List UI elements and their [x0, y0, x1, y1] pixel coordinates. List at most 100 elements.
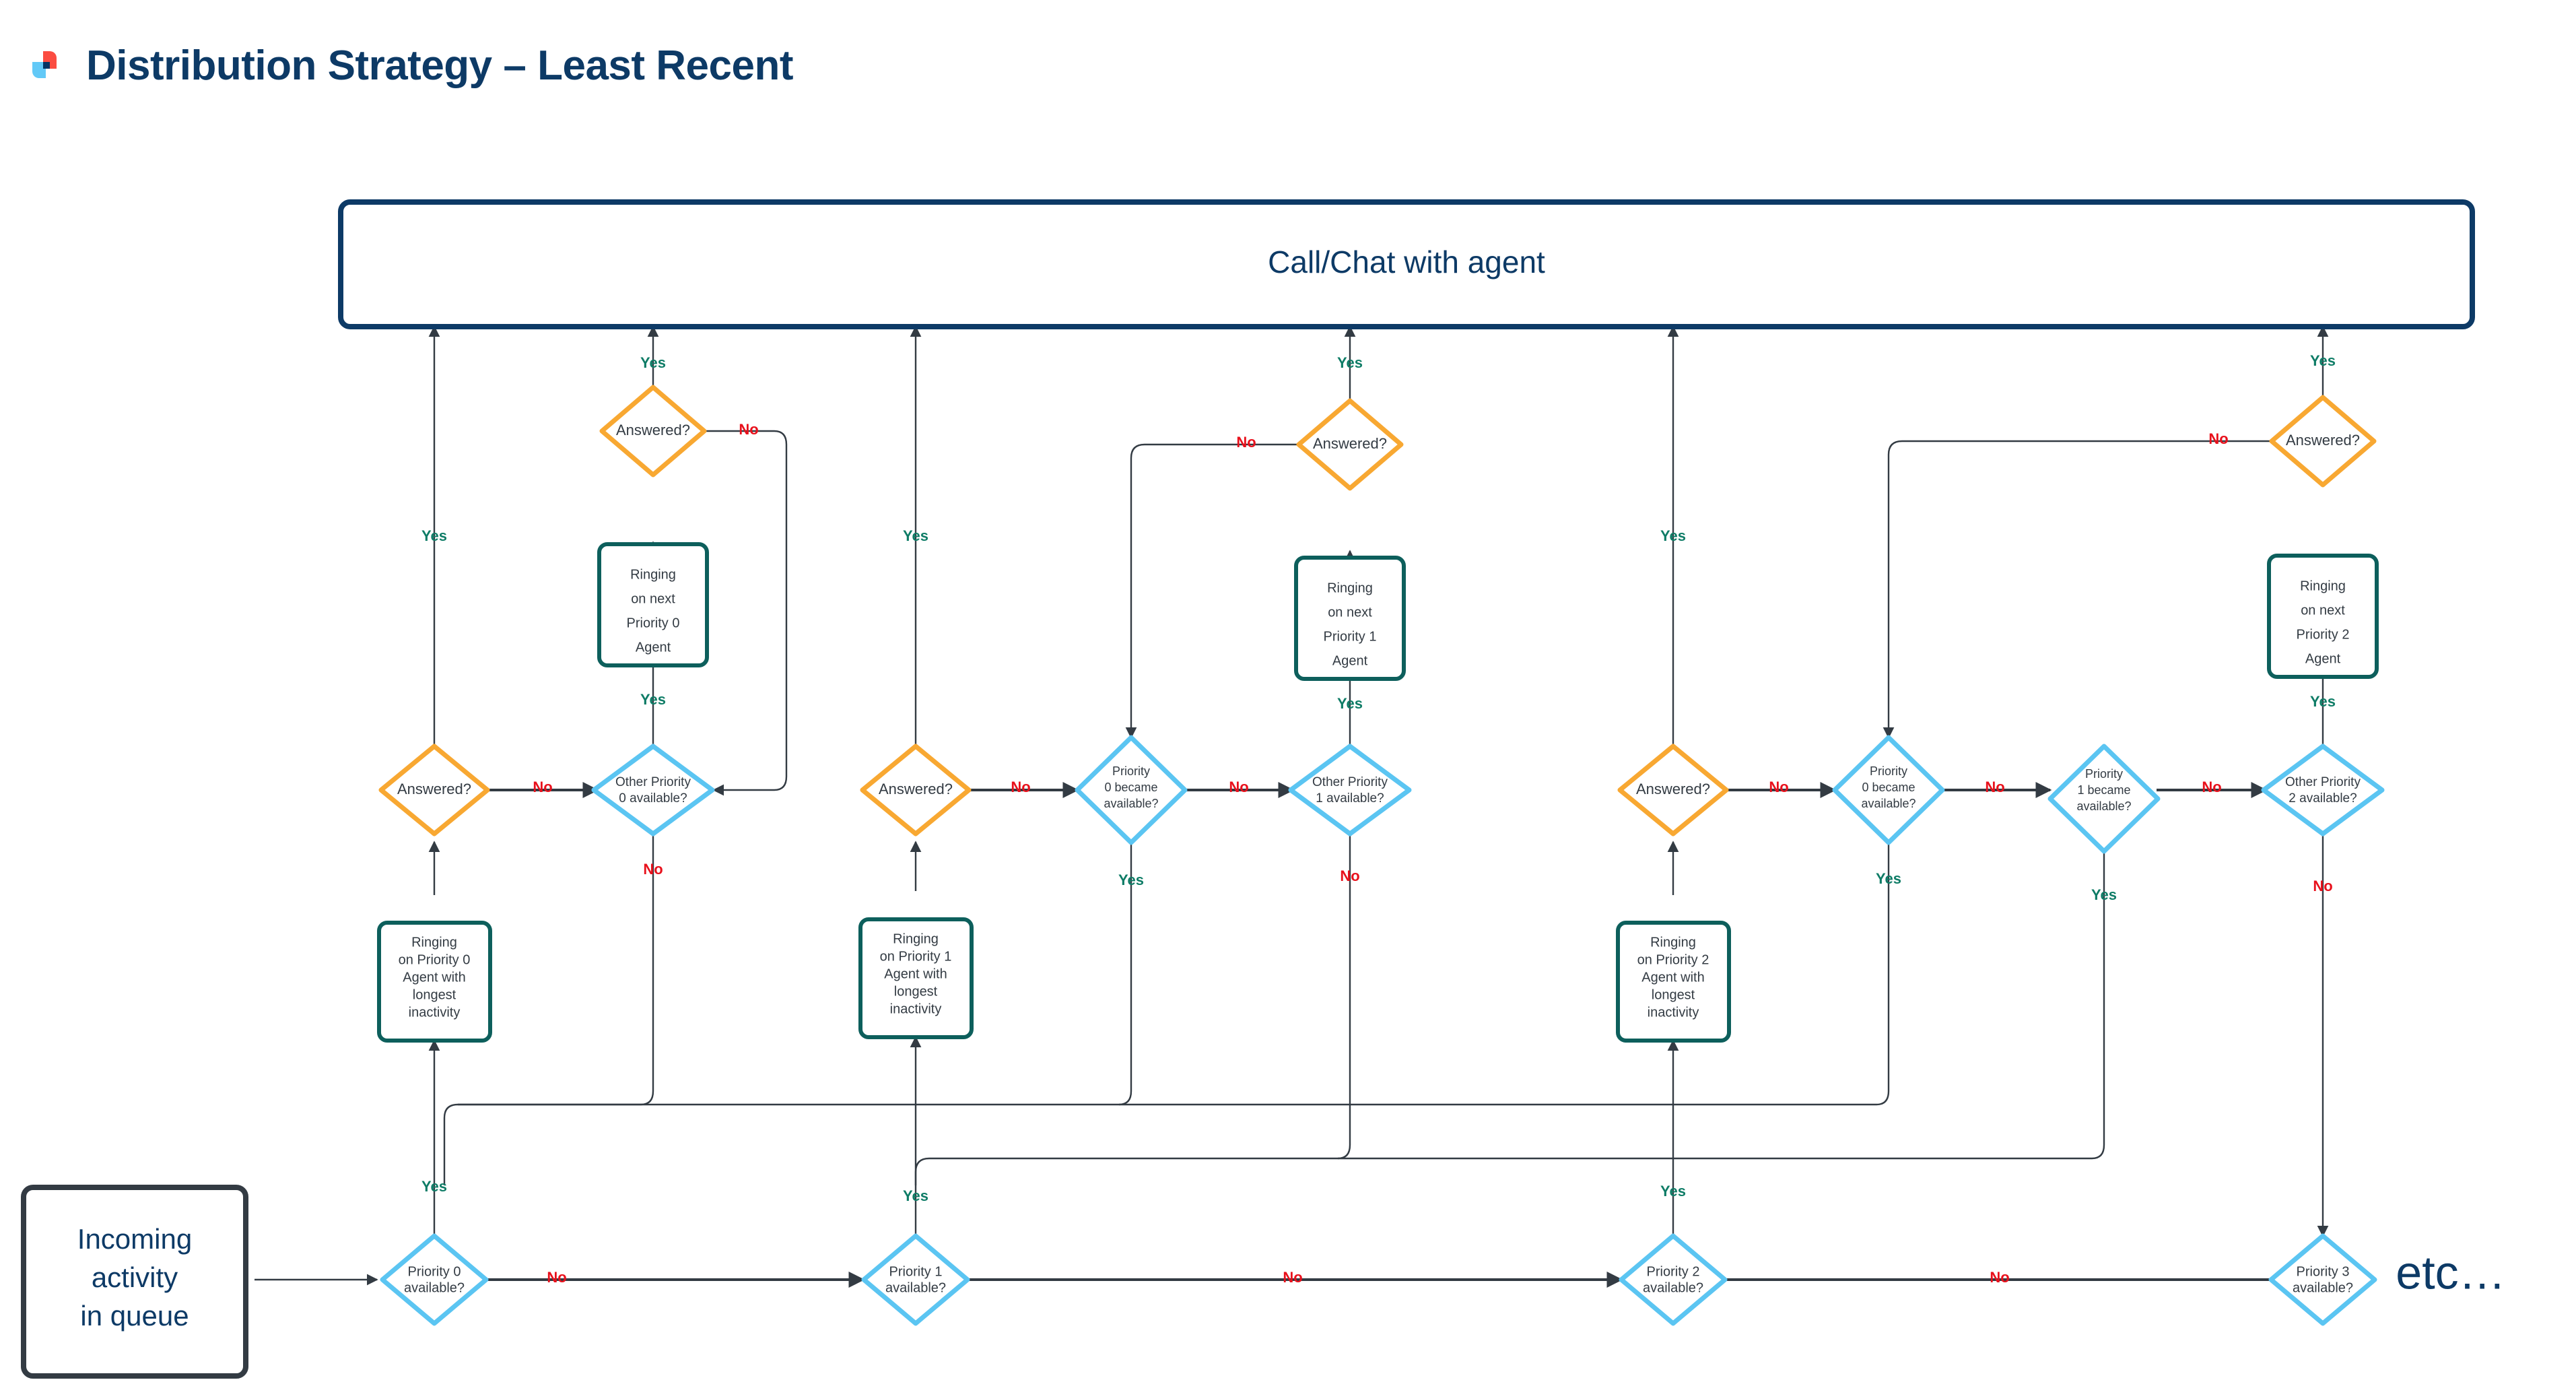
- p1-became-line3: available?: [2076, 799, 2131, 813]
- node-priority-2-available[interactable]: Priority 2 available?: [1619, 1233, 1728, 1326]
- p0-became-a-diamond[interactable]: [1075, 735, 1188, 845]
- ringing-next-p2-line2: on next: [2301, 603, 2345, 618]
- p2-available-line2: available?: [1643, 1280, 1703, 1295]
- ringing-p0-line2: on Priority 0: [399, 952, 471, 967]
- node-other-priority-0-available[interactable]: Other Priority 0 available?: [591, 744, 715, 836]
- ringing-p0-line3: Agent with: [403, 970, 465, 985]
- label-no-ans2: No: [1769, 779, 1788, 795]
- answered-2-label: Answered?: [1636, 781, 1710, 797]
- node-answered-0[interactable]: Answered?: [378, 744, 490, 836]
- ringing-p1-line4: longest: [894, 984, 938, 999]
- label-no-ansN1: No: [1236, 434, 1256, 451]
- node-ringing-next-priority-0[interactable]: Ringing on next Priority 0 Agent: [597, 542, 709, 667]
- incoming-line-2: activity: [92, 1261, 178, 1293]
- answered-0-diamond[interactable]: [378, 744, 490, 836]
- answered-next-2-label: Answered?: [2286, 432, 2360, 449]
- node-incoming-activity[interactable]: Incoming activity in queue: [21, 1185, 248, 1379]
- node-call-chat-with-agent[interactable]: Call/Chat with agent: [338, 199, 2475, 329]
- ringing-next-p1-box[interactable]: [1294, 556, 1406, 681]
- ringing-p1-line5: inactivity: [890, 1001, 942, 1016]
- label-yes-ans2-top: Yes: [1660, 527, 1686, 544]
- node-answered-2[interactable]: Answered?: [1617, 744, 1729, 836]
- node-ringing-priority-1-longest[interactable]: Ringing on Priority 1 Agent with longest…: [858, 917, 974, 1039]
- p3-available-diamond[interactable]: [2268, 1233, 2377, 1326]
- answered-next-1-diamond[interactable]: [1296, 398, 1404, 491]
- answered-2-diamond[interactable]: [1617, 744, 1729, 836]
- call-chat-box[interactable]: [338, 199, 2475, 329]
- p1-became-diamond[interactable]: [2047, 744, 2161, 854]
- label-yes-p2: Yes: [1660, 1183, 1686, 1200]
- ringing-next-p0-line4: Agent: [636, 640, 671, 655]
- p1-available-line2: available?: [885, 1280, 946, 1295]
- answered-next-0-diamond[interactable]: [599, 385, 707, 478]
- incoming-activity-box[interactable]: [21, 1185, 248, 1379]
- other-p2-line2: 2 available?: [2289, 791, 2357, 806]
- ringing-p0-box[interactable]: [377, 921, 492, 1043]
- node-ringing-next-priority-1[interactable]: Ringing on next Priority 1 Agent: [1294, 556, 1406, 681]
- answered-next-2-diamond[interactable]: [2269, 395, 2377, 488]
- node-other-priority-1-available[interactable]: Other Priority 1 available?: [1288, 744, 1412, 836]
- label-no-p1became: No: [2202, 779, 2221, 795]
- p3-available-line1: Priority 3: [2297, 1264, 2350, 1279]
- node-other-priority-2-available[interactable]: Other Priority 2 available?: [2261, 744, 2385, 836]
- node-ringing-priority-2-longest[interactable]: Ringing on Priority 2 Agent with longest…: [1616, 921, 1731, 1043]
- edge-ansN1-no-loop: [1125, 443, 1301, 739]
- other-p0-diamond[interactable]: [591, 744, 715, 836]
- answered-0-label: Answered?: [397, 781, 471, 797]
- node-answered-next-2[interactable]: Answered?: [2269, 395, 2377, 488]
- ringing-p0-line5: inactivity: [409, 1005, 461, 1020]
- node-priority-0-became-available-b[interactable]: Priority 0 became available?: [1832, 735, 1945, 845]
- label-no-p0became-b: No: [1985, 779, 2004, 795]
- node-priority-1-became-available[interactable]: Priority 1 became available?: [2047, 744, 2161, 854]
- edge-p0became-yes-feedback: [458, 833, 1132, 1106]
- p2-available-diamond[interactable]: [1619, 1233, 1728, 1326]
- node-priority-0-available[interactable]: Priority 0 available?: [380, 1233, 489, 1326]
- edge-p1became-yes-feedback: [1338, 833, 2105, 1160]
- ringing-p2-line3: Agent with: [1641, 970, 1704, 985]
- p3-available-line2: available?: [2293, 1280, 2353, 1295]
- ringing-p2-line4: longest: [1652, 987, 1695, 1002]
- other-p0-line1: Other Priority: [615, 775, 691, 789]
- node-answered-next-1[interactable]: Answered?: [1296, 398, 1404, 491]
- ringing-p2-box[interactable]: [1616, 921, 1731, 1043]
- p0-became-b-diamond[interactable]: [1832, 735, 1945, 845]
- label-no-p0-p1: No: [547, 1269, 566, 1286]
- node-priority-1-available[interactable]: Priority 1 available?: [861, 1233, 970, 1326]
- other-p2-diamond[interactable]: [2261, 744, 2385, 836]
- edge-other1-no-feedback: [914, 833, 1351, 1185]
- label-yes-other0: Yes: [640, 691, 666, 708]
- label-yes-ansN2-top: Yes: [2310, 352, 2336, 369]
- ringing-next-p1-line1: Ringing: [1327, 581, 1373, 595]
- node-ringing-priority-0-longest[interactable]: Ringing on Priority 0 Agent with longest…: [377, 921, 492, 1043]
- ringing-p2-line5: inactivity: [1648, 1005, 1699, 1020]
- answered-1-diamond[interactable]: [860, 744, 972, 836]
- ringing-next-p0-line3: Priority 0: [627, 616, 680, 630]
- label-yes-p0: Yes: [421, 1178, 447, 1195]
- etc-note: etc…: [2396, 1246, 2505, 1299]
- label-no-other1: No: [1340, 867, 1359, 884]
- ringing-next-p0-box[interactable]: [597, 542, 709, 667]
- ringing-p1-box[interactable]: [858, 917, 974, 1039]
- ringing-next-p0-line2: on next: [631, 591, 675, 606]
- node-priority-0-became-available-a[interactable]: Priority 0 became available?: [1075, 735, 1188, 845]
- p1-available-diamond[interactable]: [861, 1233, 970, 1326]
- other-p1-line1: Other Priority: [1312, 775, 1388, 789]
- node-priority-3-available[interactable]: Priority 3 available?: [2268, 1233, 2377, 1326]
- p1-available-line1: Priority 1: [889, 1264, 943, 1279]
- ringing-next-p1-line3: Priority 1: [1324, 629, 1377, 644]
- p0-available-diamond[interactable]: [380, 1233, 489, 1326]
- answered-next-1-label: Answered?: [1313, 435, 1387, 452]
- edge-labels-layer: Yes Yes Yes No No No Yes Yes Yes Yes Yes…: [421, 352, 2336, 1286]
- node-ringing-next-priority-2[interactable]: Ringing on next Priority 2 Agent: [2267, 554, 2379, 679]
- ringing-p1-line1: Ringing: [893, 931, 939, 946]
- edge-ansN2-no-loop: [1883, 440, 2274, 739]
- node-answered-next-0[interactable]: Answered?: [599, 385, 707, 478]
- other-p2-line1: Other Priority: [2285, 775, 2361, 789]
- p1-became-line2: 1 became: [2077, 783, 2130, 797]
- label-yes-ans0-top: Yes: [421, 527, 447, 544]
- node-answered-1[interactable]: Answered?: [860, 744, 972, 836]
- p1-became-line1: Priority: [2085, 767, 2123, 781]
- other-p1-diamond[interactable]: [1288, 744, 1412, 836]
- ringing-next-p2-box[interactable]: [2267, 554, 2379, 679]
- ringing-p2-line2: on Priority 2: [1637, 952, 1709, 967]
